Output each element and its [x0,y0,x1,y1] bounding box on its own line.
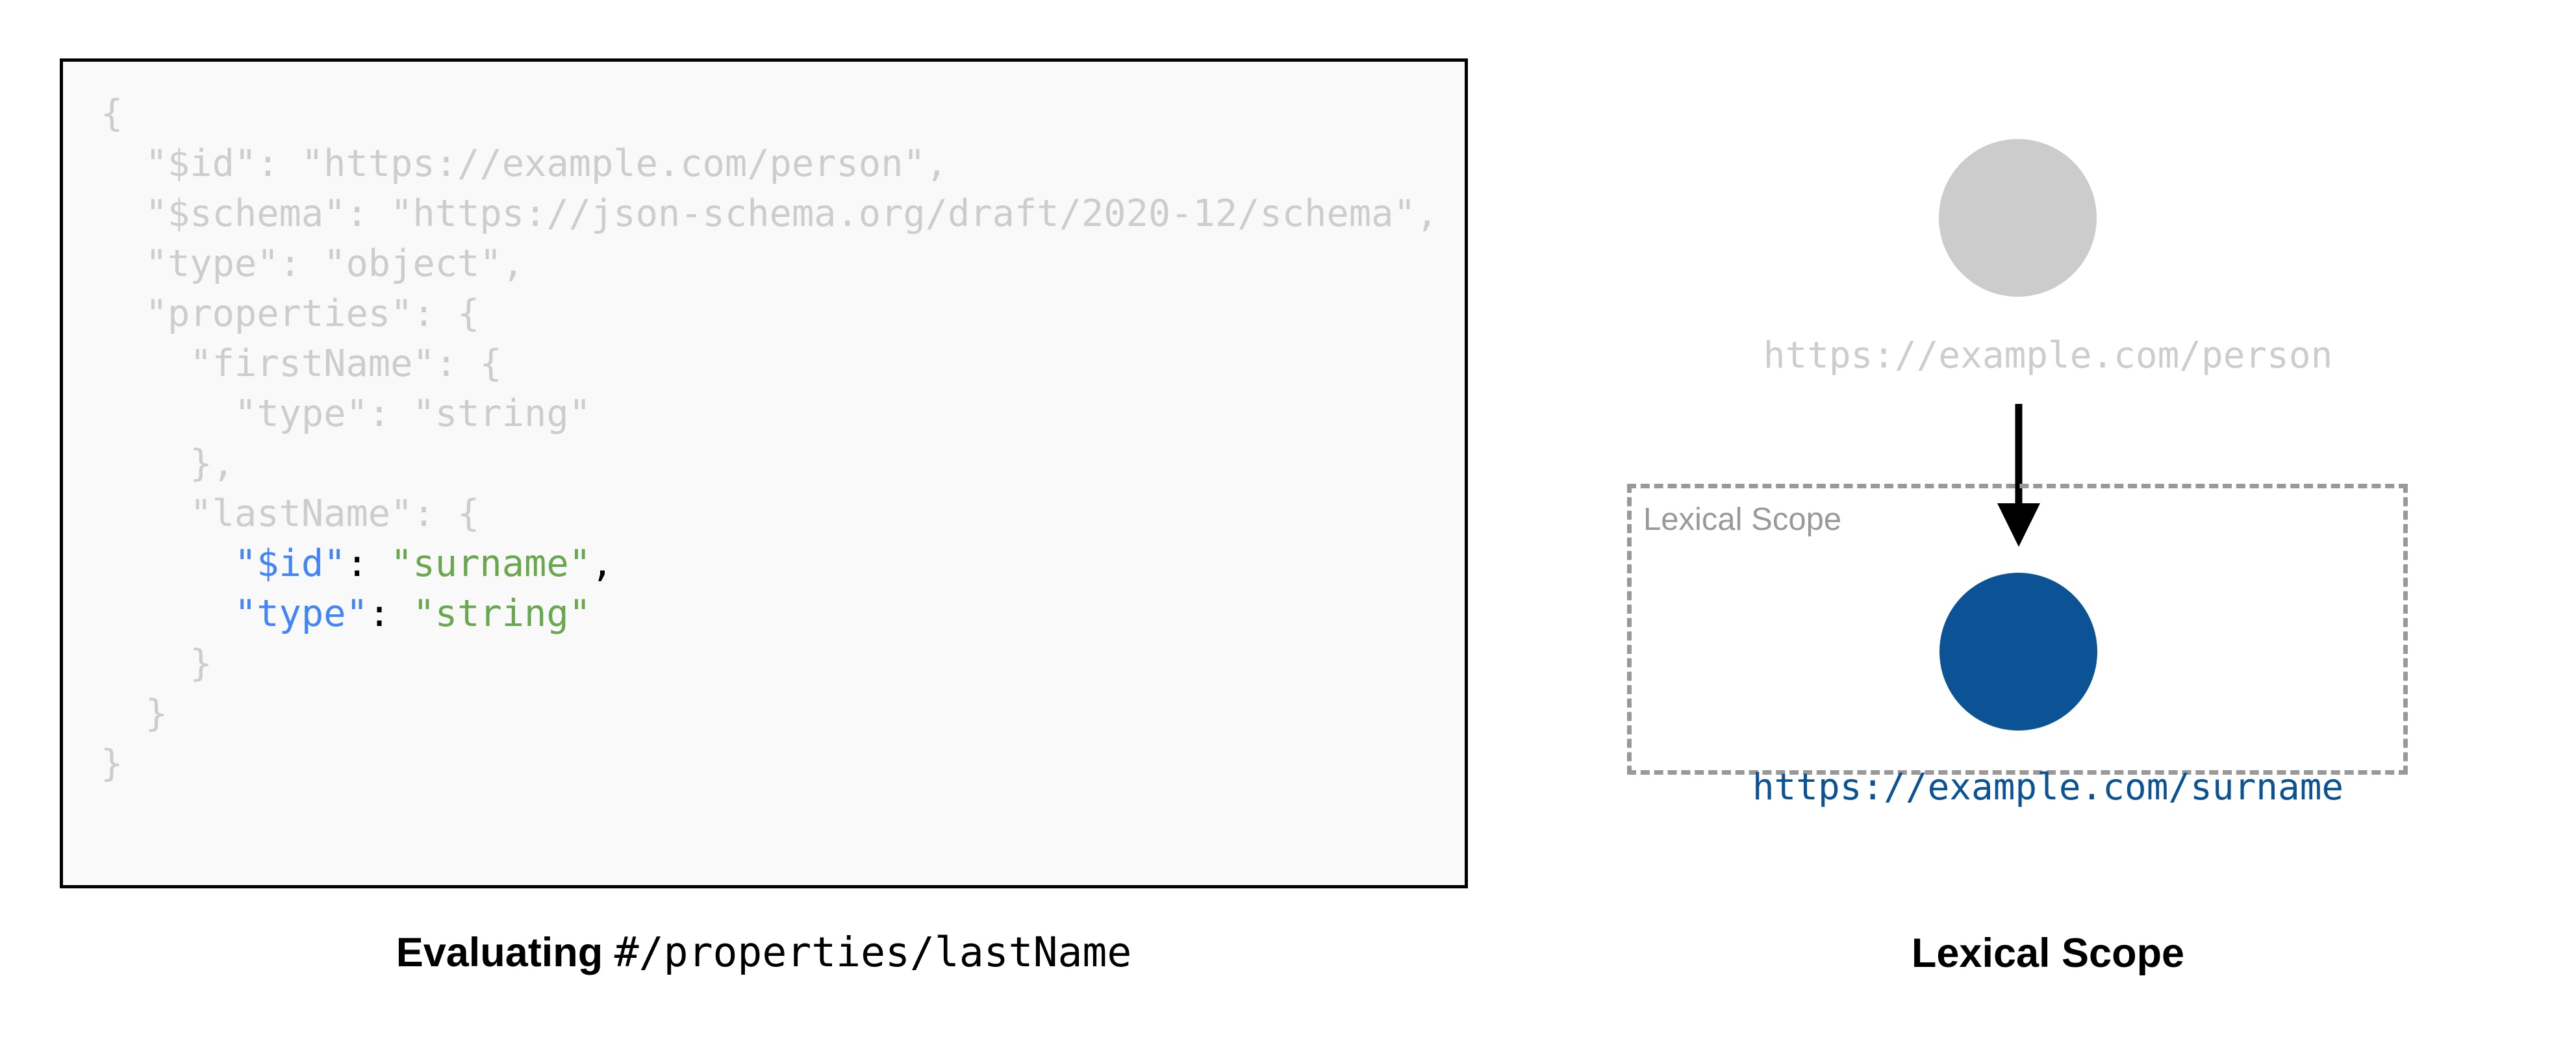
code-line: } [101,639,1438,689]
right-caption: Lexical Scope [1911,931,2185,976]
scope-arrow-icon [1997,404,2040,547]
code-line: "type": "object", [101,239,1438,289]
outer-schema-node-circle [1939,139,2097,297]
code-token-dim: "lastName": { [101,492,480,535]
lexical-scope-box-label: Lexical Scope [1643,502,1842,537]
lexical-scope-diagram-panel: https://example.com/person Lexical Scope… [1520,0,2576,1039]
code-line: "lastName": { [101,489,1438,539]
code-token-key: "type" [101,592,368,635]
code-token-punct: : [346,542,391,585]
code-token-dim: "type": "object", [101,242,525,285]
left-caption-bold: Evaluating [396,930,614,975]
code-token-str: "surname" [390,542,591,585]
code-token-punct: : [368,592,413,635]
code-line: "type": "string" [101,589,1438,639]
code-lines: { "$id": "https://example.com/person", "… [101,89,1438,789]
code-line: }, [101,439,1438,489]
left-caption: Evaluating #/properties/lastName [60,929,1468,976]
code-token-dim: "firstName": { [101,342,502,385]
left-caption-pointer: #/properties/lastName [614,929,1132,976]
code-line: { [101,89,1438,139]
code-line: "firstName": { [101,339,1438,389]
code-token-key: "$id" [101,542,346,585]
code-token-dim: } [101,642,212,685]
code-token-dim: } [101,742,123,785]
code-line: "type": "string" [101,389,1438,439]
inner-schema-node-circle [1939,573,2097,731]
code-token-str: "string" [412,592,591,635]
code-line: } [101,739,1438,789]
code-token-dim: "$schema": "https://json-schema.org/draf… [101,192,1439,235]
code-token-dim: }, [101,442,234,485]
code-token-dim: { [101,92,123,135]
lexical-scope-box [1627,484,2408,775]
code-line: "$id": "https://example.com/person", [101,139,1438,189]
code-token-punct: , [591,542,614,585]
json-schema-code-block: { "$id": "https://example.com/person", "… [60,58,1468,888]
code-token-dim: "type": "string" [101,392,591,435]
code-token-dim: "$id": "https://example.com/person", [101,142,948,185]
code-line: } [101,689,1438,739]
schema-code-panel: { "$id": "https://example.com/person", "… [60,58,1468,976]
code-token-dim: "properties": { [101,292,480,335]
outer-schema-node-label: https://example.com/person [1763,334,2333,377]
inner-schema-node-label: https://example.com/surname [1752,766,2344,808]
code-line: "$schema": "https://json-schema.org/draf… [101,189,1438,239]
code-line: "$id": "surname", [101,539,1438,589]
code-line: "properties": { [101,289,1438,339]
code-token-dim: } [101,692,168,735]
